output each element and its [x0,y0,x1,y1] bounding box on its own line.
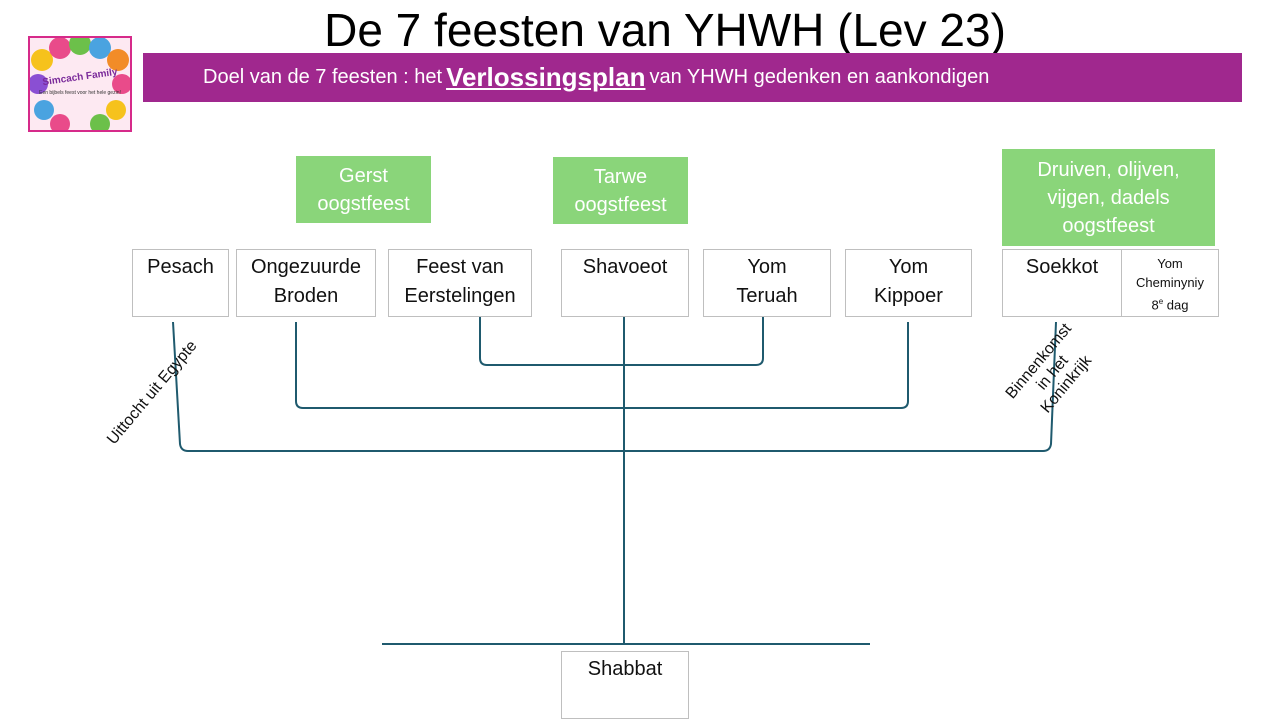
logo-subtext: Een bijbels feest voor het hele gezin! [39,90,121,96]
banner-prefix: Doel van de 7 feesten : het [203,66,443,88]
feast-shavoeot: Shavoeot [561,249,689,317]
purpose-banner: Doel van de 7 feesten : het Verlossingsp… [143,53,1242,102]
shabbat-box: Shabbat [561,651,689,719]
banner-highlight: Verlossingsplan [446,62,646,92]
simcach-family-logo: Simcach Family Een bijbels feest voor he… [28,36,132,132]
feast-pesach: Pesach [132,249,229,317]
feast-soekkot: Soekkot [1002,249,1122,317]
feast-eighth-day: Yom Cheminyniy 8e dag [1121,249,1219,317]
banner-suffix: van YHWH gedenken en aankondigen [649,66,990,88]
page-title: De 7 feesten van YHWH (Lev 23) [324,4,1006,56]
